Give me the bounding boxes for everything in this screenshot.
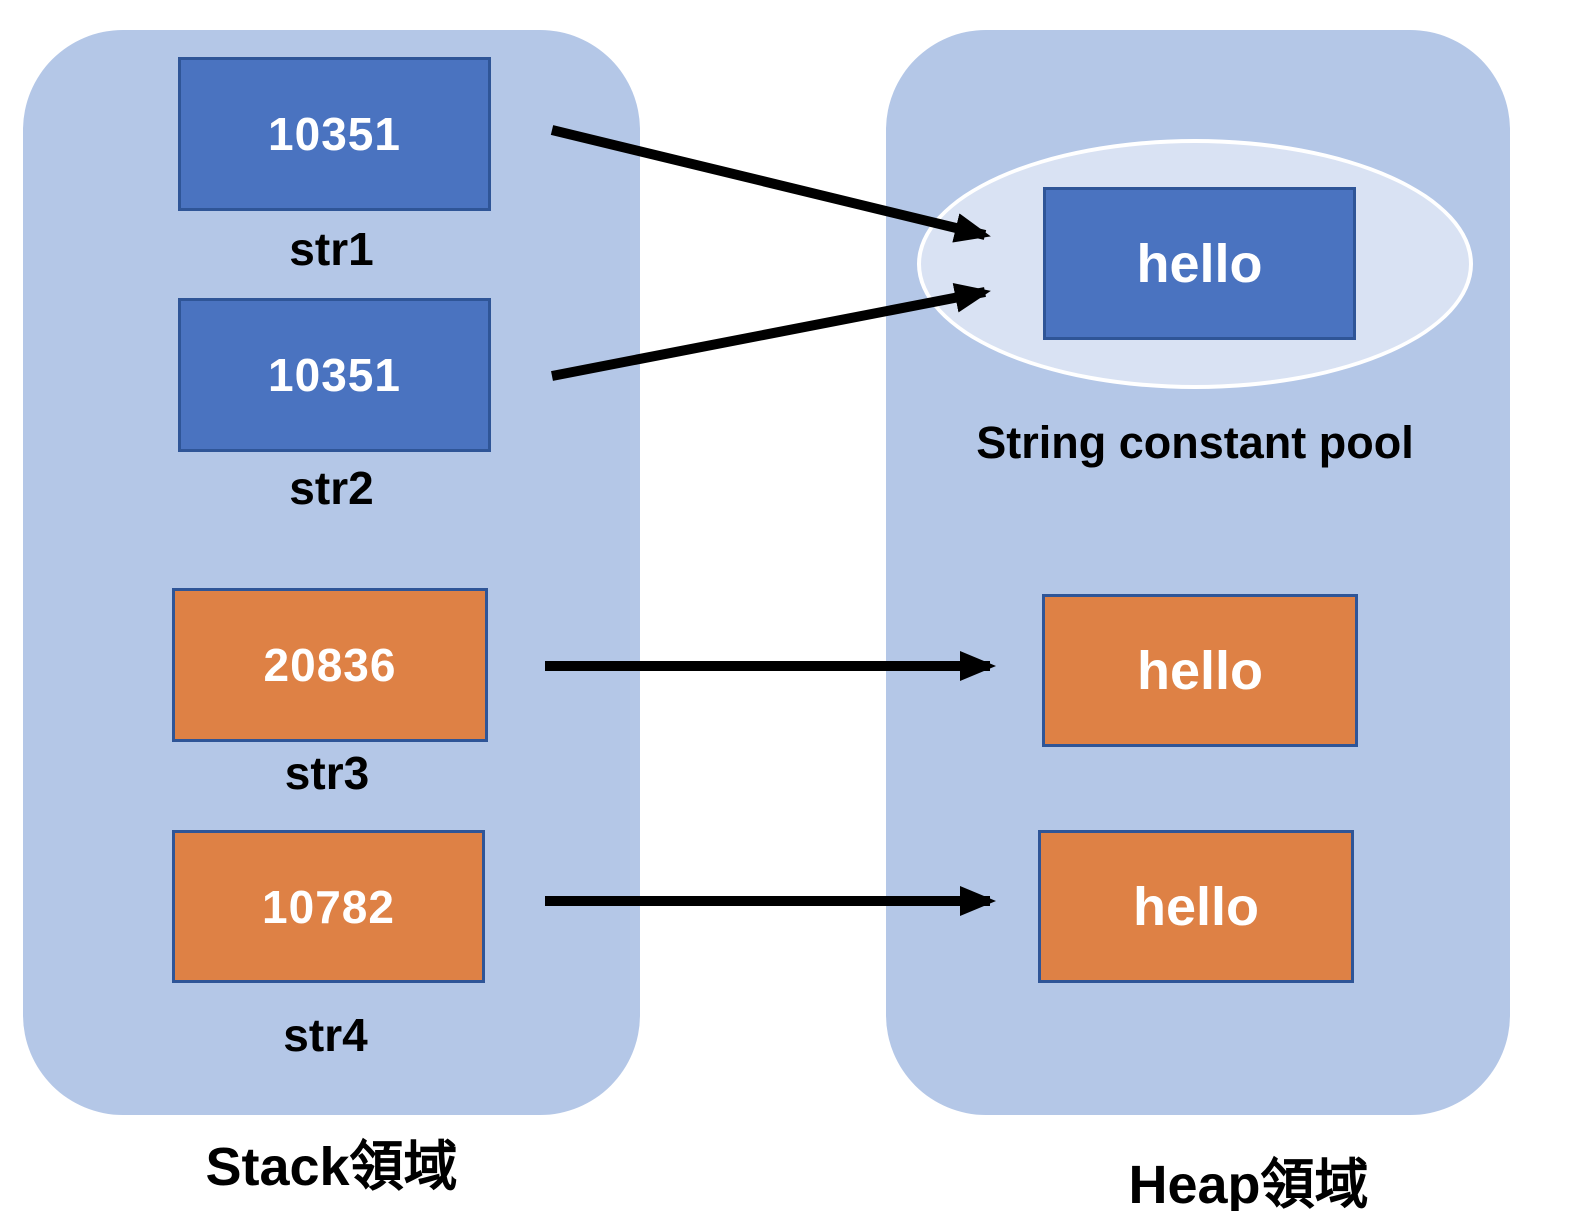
stack-box-str1: 10351 [178,57,491,211]
stack-box-str3: 20836 [172,588,488,742]
stack-label-str1: str1 [289,223,374,275]
string-constant-pool-caption: String constant pool [976,417,1414,468]
stack-box-str2-value: 10351 [268,349,401,401]
string-constant-pool-hello-box: hello [1043,187,1356,340]
stack-box-str1-value: 10351 [268,108,401,160]
stack-box-str4: 10782 [172,830,485,983]
stack-label-str4: str4 [283,1009,368,1061]
heap-panel-title: Heap領域 [1128,1155,1369,1211]
stack-box-str3-value: 20836 [263,639,397,691]
stack-box-str4-value: 10782 [262,880,395,933]
string-constant-pool-hello-value: hello [1136,233,1263,294]
heap-hello-1-value: hello [1136,640,1263,701]
stack-panel-title: Stack領域 [205,1137,458,1197]
stack-label-str3: str3 [284,747,370,799]
heap-hello-2-value: hello [1132,876,1259,937]
string-constant-pool-ellipse [917,139,1473,389]
heap-hello-box-2: hello [1038,830,1354,983]
heap-hello-box-1: hello [1042,594,1358,747]
stack-box-str2: 10351 [178,298,491,452]
stack-label-str2: str2 [289,462,374,514]
